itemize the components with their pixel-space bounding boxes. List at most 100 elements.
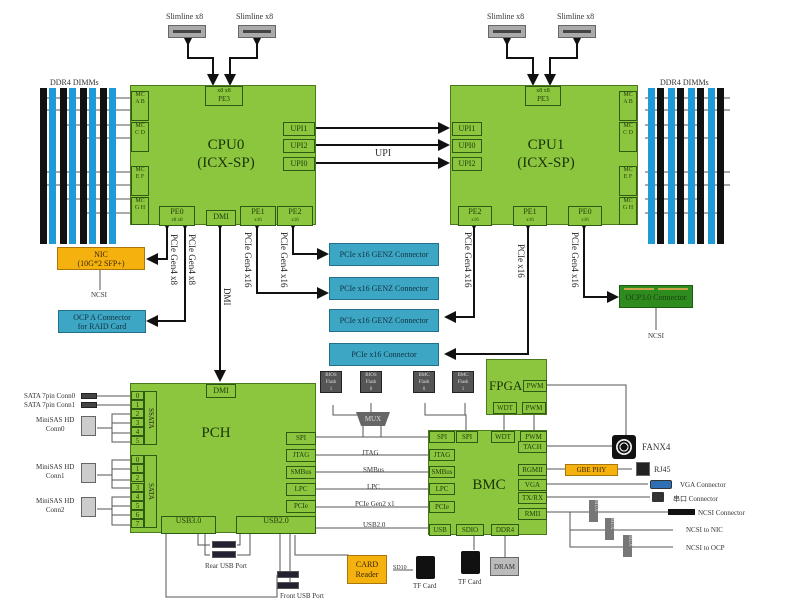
tf-card-label-1: TF Card (413, 582, 437, 590)
ssata-port: 3 (131, 418, 144, 427)
dimm-slot (717, 88, 724, 170)
cpu0-upi1: UPI1 (283, 122, 315, 136)
front-usb-port-2 (277, 582, 299, 589)
dimms-label-cpu0: DDR4 DIMMs (50, 78, 99, 87)
ssata-port: 2 (131, 409, 144, 418)
dimm-slot (648, 88, 655, 170)
bmc-right-port: TACH (518, 441, 547, 453)
slimline-connector-icon (558, 25, 596, 38)
dimm-slot (40, 162, 47, 244)
bmc-right-port: RMII (518, 508, 547, 520)
bmc-left-port: SMBus (429, 466, 455, 478)
dimm-slot (708, 162, 715, 244)
dimm-slot (69, 162, 76, 244)
ocp3-ncsi-label: NCSI (648, 332, 664, 340)
pch-title: PCH (201, 425, 231, 441)
sata-port: 0 (131, 455, 144, 464)
slimline-connector-icon (488, 25, 526, 38)
dimm-slot (657, 88, 664, 170)
bus-usb: USB2.0 (363, 521, 386, 529)
sata-conn1-icon (81, 402, 97, 408)
link-label-cpu0-pe0-a: PCIe Gen4 x8 (169, 234, 179, 285)
genz-connector-1: PCIe x16 GENZ Connector (329, 277, 439, 300)
ocp3-connector: OCP3.0 Connector (619, 285, 693, 308)
cpu0-dmi: DMI (206, 210, 236, 226)
ssata-port: 0 (131, 391, 144, 400)
cpu1-upi1: UPI1 (452, 122, 482, 136)
dimm-slot (668, 88, 675, 170)
dimms-label-cpu1: DDR4 DIMMs (660, 78, 709, 87)
bmc-title: BMC (472, 477, 506, 493)
cpu0-upi0: UPI0 (283, 157, 315, 171)
bmc-left-port: LPC (429, 483, 455, 495)
mux: MUX (356, 412, 390, 426)
dimm-slot (69, 88, 76, 170)
link-label-cpu0-pe2: PCIe Gen4 x16 (279, 232, 289, 288)
dimm-slot (49, 88, 56, 170)
bmc-bottom-port: DDR4 (491, 524, 519, 536)
pch-usb3: USB3.0 (161, 516, 216, 534)
dimm-slot (109, 162, 116, 244)
cpu1-title: CPU1 (ICX-SP) (517, 137, 575, 171)
sata-port: 3 (131, 482, 144, 492)
pch-ssata-label: SSATA (144, 391, 157, 445)
ncsi-connector-label: NCSI Connector (698, 509, 745, 517)
sata-conn0-icon (81, 393, 97, 399)
dimm-slot (49, 162, 56, 244)
nic-ncsi-label: NCSI (91, 291, 107, 299)
fpga-pwm: PWM (523, 380, 547, 392)
dimm-slot (109, 88, 116, 170)
ncsi-mux-2: MUX (605, 518, 614, 540)
sata-port: 4 (131, 491, 144, 501)
dimm-slot (100, 88, 107, 170)
dimm-slot (648, 162, 655, 244)
sata-port: 6 (131, 510, 144, 520)
sata-conn1-label: SATA 7pin Conn1 (24, 401, 76, 409)
rj45-label: RJ45 (654, 465, 671, 474)
dimm-slot (688, 88, 695, 170)
ncsi-mux-1: MUX (589, 500, 598, 522)
front-usb-port-1 (277, 571, 299, 578)
gbe-phy: GBE PHY (565, 464, 618, 476)
sdio-label: SD10 (393, 565, 407, 571)
ncsi-mux-3: MUX (623, 535, 632, 557)
pcie-x16-connector: PCIe x16 Connector (329, 343, 439, 366)
pch-port: SMBus (286, 466, 316, 479)
rj45-icon (636, 462, 650, 476)
link-label-cpu0-pe0-b: PCIe Gen4 x8 (187, 234, 197, 285)
bmc-right-port: TX/RX (518, 492, 547, 504)
genz-connector-0: PCIe x16 GENZ Connector (329, 243, 439, 266)
nic-block: NIC(10G*2 SFP+) (57, 247, 145, 270)
sata-conn0-label: SATA 7pin Conn0 (24, 392, 76, 400)
bmc-left-port: SPI (429, 431, 455, 443)
link-label-cpu0-pe1: PCIe Gen4 x16 (243, 232, 253, 288)
dimm-slot (89, 162, 96, 244)
minisas-connector-icon (81, 463, 96, 483)
ncsi-to-nic-label: NCSI to NIC (686, 526, 723, 534)
bus-lpc: LPC (367, 483, 380, 491)
sata-port: 5 (131, 501, 144, 510)
cpu0-title: CPU0 (ICX-SP) (197, 137, 255, 171)
bmc-bottom-port: SDIO (456, 524, 484, 536)
sata-port: 1 (131, 464, 144, 474)
dimm-slot (89, 88, 96, 170)
cpu1-upi2: UPI2 (452, 157, 482, 171)
rear-usb-port-1 (212, 541, 236, 548)
slimline-connector-icon (238, 25, 276, 38)
tf-card-icon-1 (416, 556, 435, 579)
fpga-title: FPGA (489, 378, 523, 393)
